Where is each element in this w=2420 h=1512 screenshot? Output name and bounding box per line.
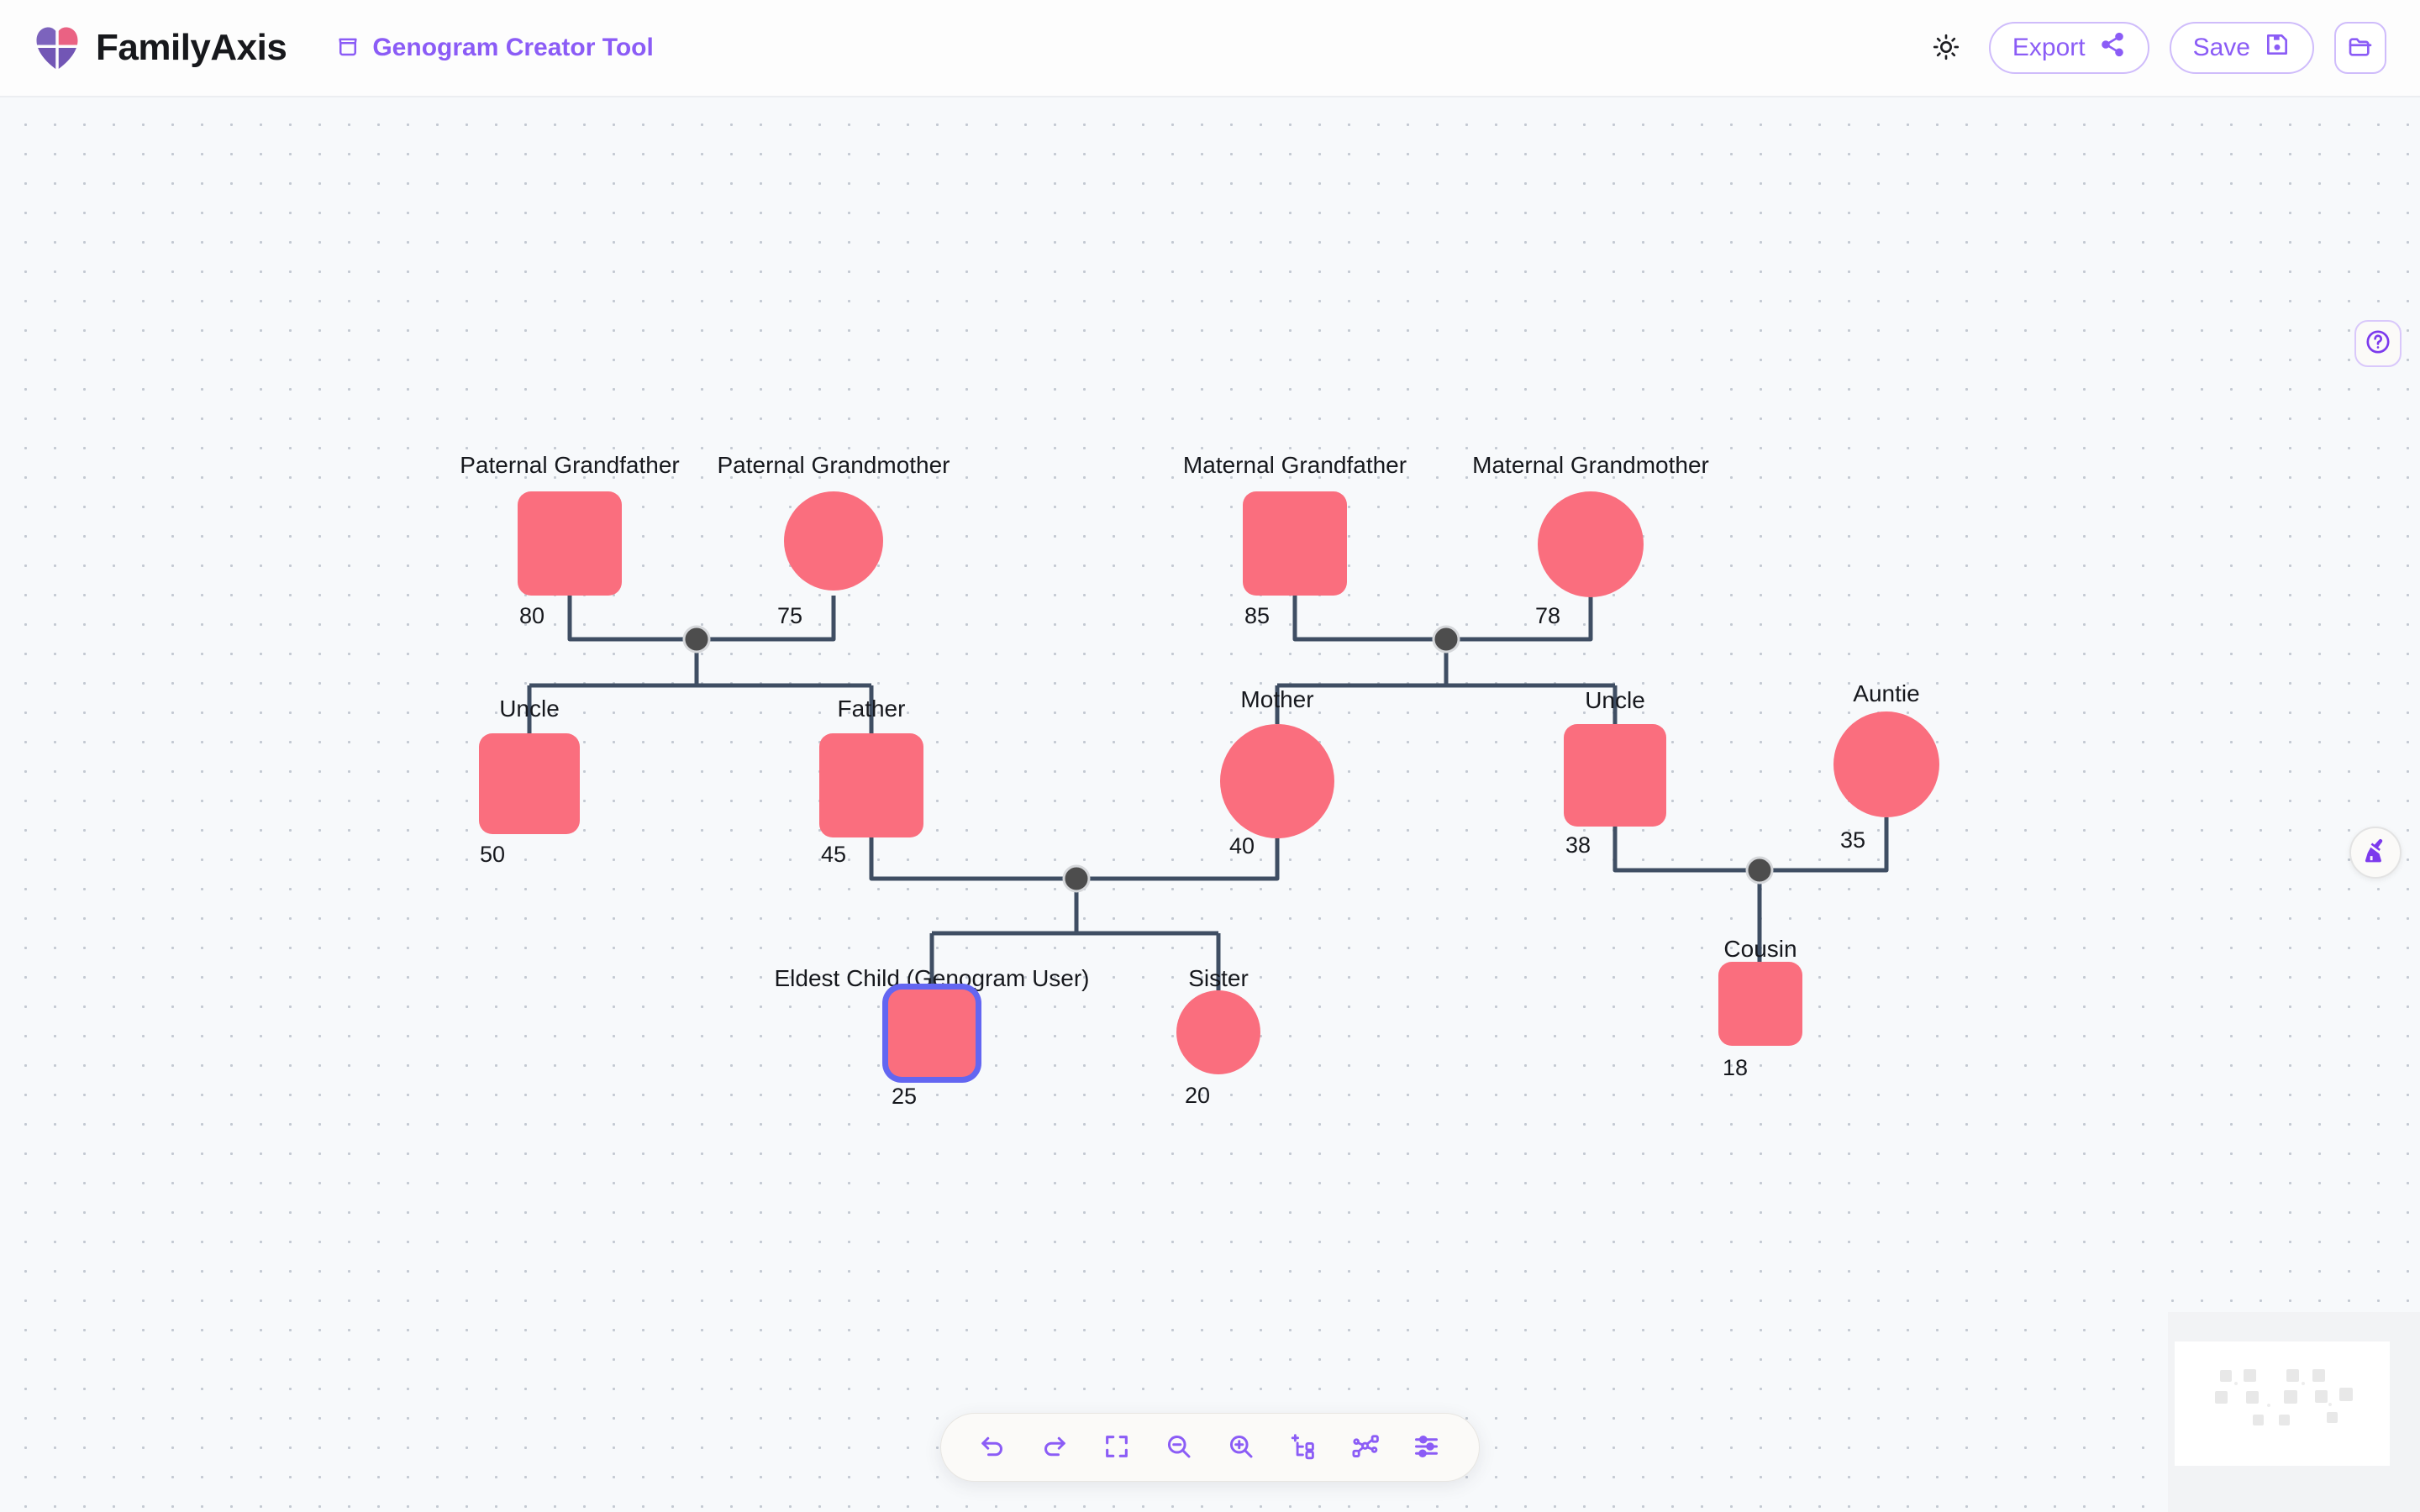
node-label: Paternal Grandfather	[460, 454, 680, 477]
minimap-node	[2215, 1391, 2228, 1404]
node-age: 75	[777, 605, 802, 627]
fit-screen-icon	[1102, 1432, 1131, 1463]
node-shape-female[interactable]	[1833, 711, 1939, 817]
zoom-out-icon	[1164, 1431, 1194, 1464]
share-icon	[2099, 31, 2126, 65]
node-age: 85	[1244, 605, 1270, 627]
node-label: Auntie	[1853, 682, 1919, 706]
brand[interactable]: FamilyAxis	[34, 24, 287, 71]
node-shape-female[interactable]	[1220, 724, 1334, 838]
node-age: 25	[892, 1085, 917, 1108]
minimap-node	[2312, 1369, 2325, 1382]
sliders-icon	[1413, 1431, 1443, 1464]
export-button[interactable]: Export	[1989, 22, 2149, 74]
node-label: Maternal Grandmother	[1472, 454, 1709, 477]
zoom-out-button[interactable]	[1153, 1421, 1205, 1473]
undo-icon	[977, 1431, 1007, 1464]
node-shape-male[interactable]	[1564, 724, 1666, 827]
minimap-node	[2339, 1388, 2353, 1401]
minimap-node	[2244, 1369, 2256, 1382]
redo-button[interactable]	[1028, 1421, 1081, 1473]
node-shape-male[interactable]	[518, 491, 622, 596]
minimap-node	[2327, 1412, 2338, 1423]
node-shape-male[interactable]	[1243, 491, 1347, 596]
node-shape-female[interactable]	[1176, 990, 1260, 1074]
open-file-button[interactable]	[2334, 22, 2386, 74]
minimap-node	[2267, 1404, 2270, 1407]
node-shape-male[interactable]	[819, 733, 923, 837]
minimap-node	[2246, 1391, 2259, 1404]
add-node-icon	[1288, 1431, 1318, 1464]
node-label: Father	[838, 697, 906, 721]
node-shape-male[interactable]	[479, 733, 580, 834]
help-button[interactable]	[2354, 320, 2402, 367]
node-age: 78	[1535, 605, 1560, 627]
folder-icon	[2347, 34, 2374, 63]
sun-icon	[1932, 33, 1960, 64]
node-label: Cousin	[1723, 937, 1797, 961]
node-label: Paternal Grandmother	[717, 454, 950, 477]
node-age: 18	[1723, 1057, 1748, 1079]
minimap-node	[2253, 1415, 2264, 1425]
minimap-node	[2328, 1403, 2332, 1406]
save-label: Save	[2193, 34, 2250, 62]
canvas-toolbar	[940, 1413, 1480, 1482]
redo-icon	[1039, 1431, 1070, 1464]
zoom-in-button[interactable]	[1215, 1421, 1267, 1473]
minimap-node	[2234, 1382, 2238, 1385]
minimap[interactable]	[2168, 1312, 2420, 1512]
node-label: Mother	[1240, 688, 1313, 711]
node-age: 35	[1840, 829, 1865, 852]
node-age: 45	[821, 843, 846, 866]
app-header: FamilyAxis Genogram Creator Tool	[0, 0, 2420, 97]
broom-icon	[2360, 836, 2391, 870]
minimap-node	[2284, 1390, 2297, 1404]
genogram-canvas[interactable]: Paternal Grandfather 80 Paternal Grandmoth…	[0, 97, 2420, 1512]
node-age: 38	[1565, 834, 1591, 857]
minimap-node	[2302, 1382, 2305, 1385]
theme-toggle-button[interactable]	[1923, 25, 1969, 71]
node-label: Sister	[1188, 967, 1249, 990]
node-age: 50	[480, 843, 505, 866]
floppy-disk-icon	[2264, 31, 2291, 65]
question-mark-circle-icon	[2364, 328, 2392, 360]
undo-button[interactable]	[966, 1421, 1018, 1473]
genogram-edges	[0, 97, 2420, 1512]
relationship-icon	[1350, 1431, 1381, 1464]
settings-button[interactable]	[1402, 1421, 1454, 1473]
fit-to-screen-button[interactable]	[1091, 1421, 1143, 1473]
add-node-button[interactable]	[1277, 1421, 1329, 1473]
node-age: 20	[1185, 1084, 1210, 1107]
node-shape-female[interactable]	[1538, 491, 1644, 597]
box-icon	[335, 34, 360, 63]
node-age: 40	[1229, 835, 1255, 858]
familyaxis-heart-logo-icon	[34, 24, 81, 71]
clean-canvas-button[interactable]	[2349, 827, 2402, 879]
header-actions: Export Save	[1923, 22, 2386, 74]
node-label: Uncle	[1585, 689, 1645, 712]
node-label: Maternal Grandfather	[1183, 454, 1407, 477]
node-label: Eldest Child (Genogram User)	[774, 967, 1089, 990]
node-label: Uncle	[499, 697, 560, 721]
node-shape-male[interactable]	[1718, 962, 1802, 1046]
tool-badge: Genogram Creator Tool	[335, 34, 653, 63]
minimap-node	[2279, 1415, 2290, 1425]
node-age: 80	[519, 605, 544, 627]
brand-name: FamilyAxis	[96, 27, 287, 69]
export-label: Export	[2012, 34, 2086, 62]
minimap-viewport[interactable]	[2175, 1341, 2390, 1466]
node-shape-female[interactable]	[784, 491, 883, 591]
zoom-in-icon	[1226, 1431, 1256, 1464]
relationships-button[interactable]	[1339, 1421, 1392, 1473]
minimap-node	[2220, 1370, 2232, 1382]
minimap-node	[2286, 1369, 2299, 1382]
tool-badge-label: Genogram Creator Tool	[372, 34, 653, 62]
minimap-node	[2315, 1390, 2328, 1403]
save-button[interactable]: Save	[2170, 22, 2314, 74]
node-shape-male-selected[interactable]	[888, 990, 976, 1077]
